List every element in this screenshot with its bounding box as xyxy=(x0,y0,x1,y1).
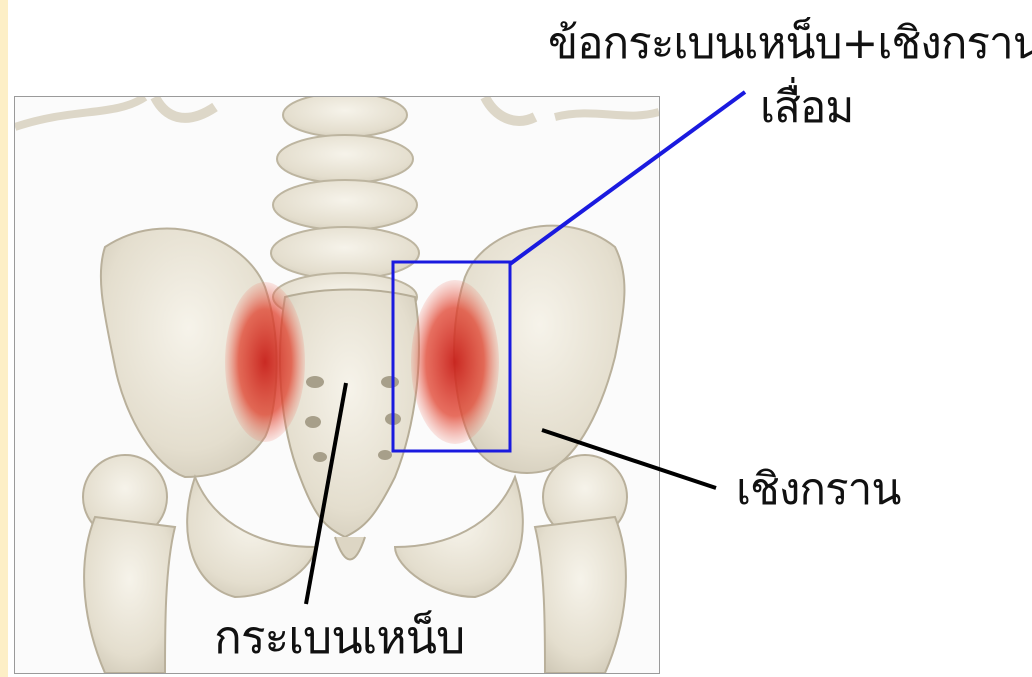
label-sacroiliac-joint-line2: เสื่อม xyxy=(760,86,853,130)
label-ilium: เชิงกราน xyxy=(736,468,900,512)
leader-line-joint xyxy=(510,92,745,264)
label-sacrum: กระเบนเหน็บ xyxy=(214,614,464,660)
sacroiliac-highlight-box xyxy=(393,262,510,451)
leader-line-sacrum xyxy=(306,383,346,604)
leader-line-ilium xyxy=(542,430,716,488)
label-sacroiliac-joint-line1: ข้อกระเบนเหน็บ+เชิงกราน xyxy=(548,22,1032,66)
